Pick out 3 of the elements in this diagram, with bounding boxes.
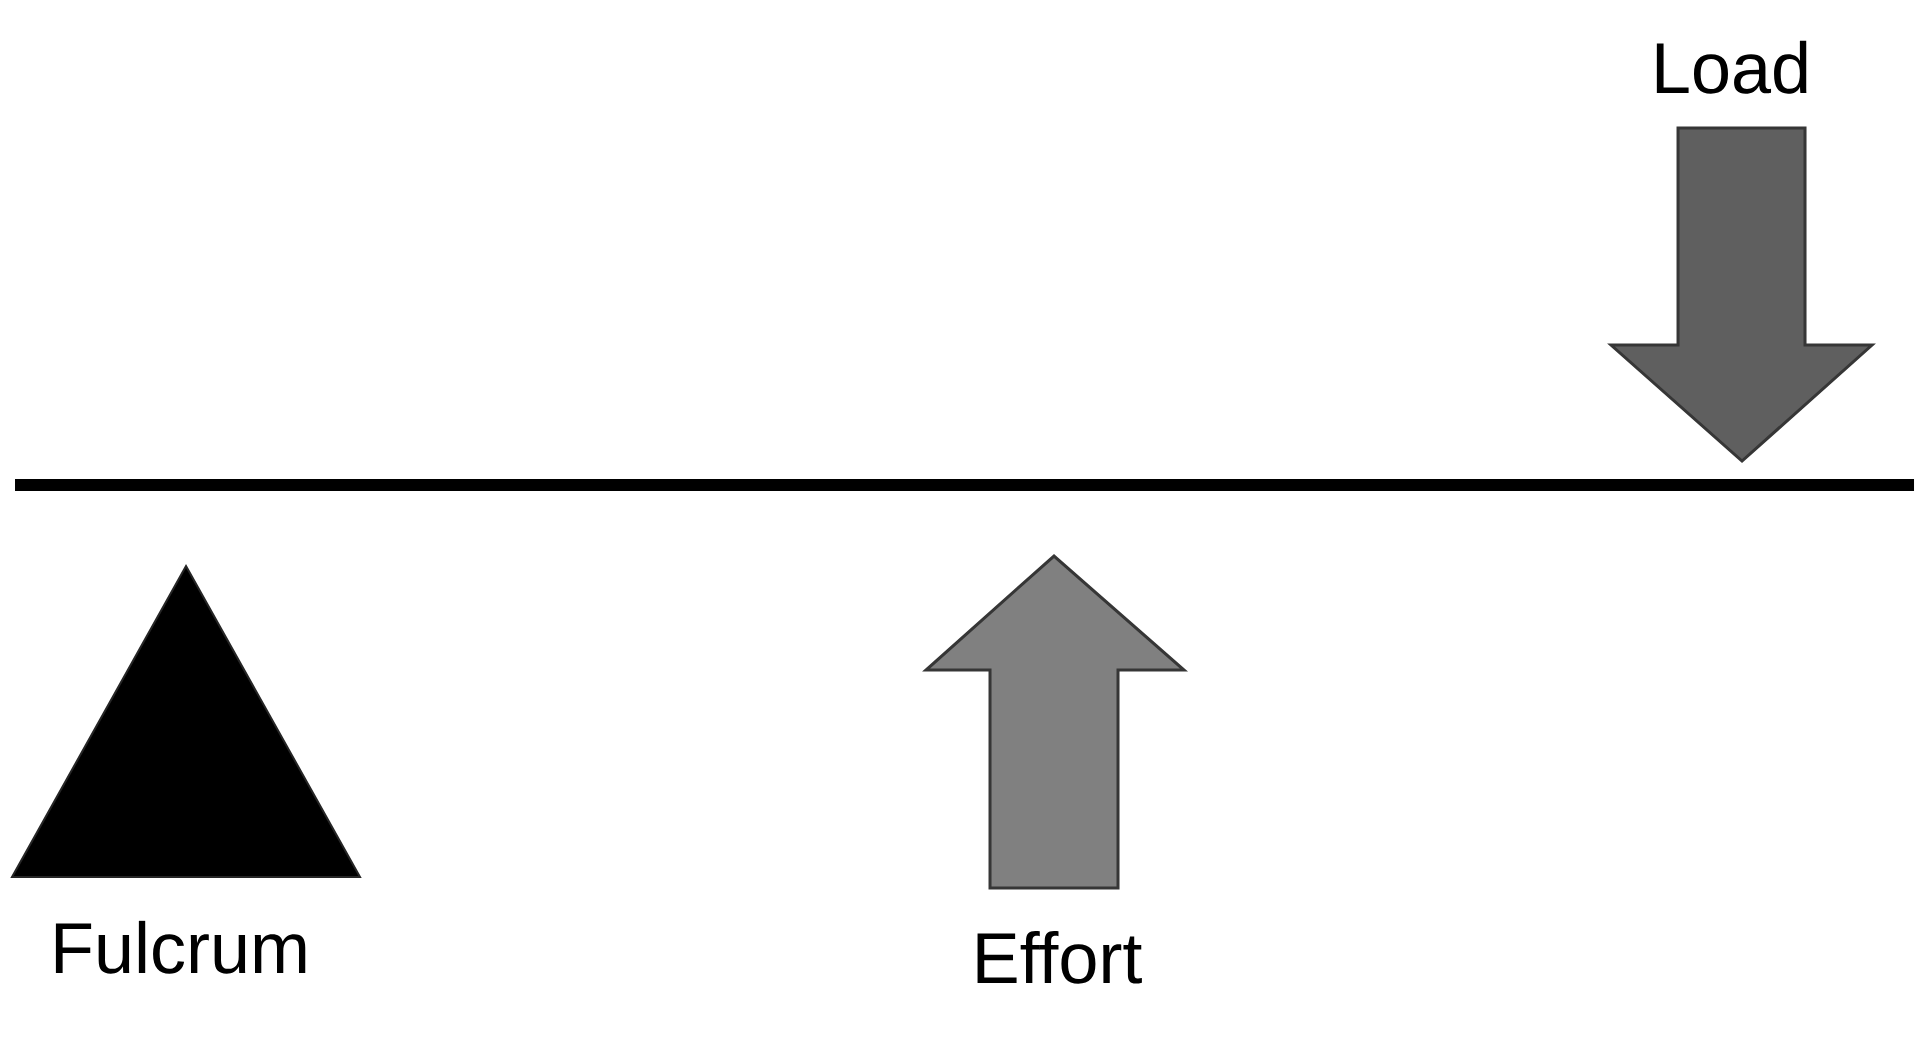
part-label: Fulcrum: [55, 920, 306, 974]
part-label: Load: [1656, 40, 1807, 94]
part-label: Effort: [977, 930, 1142, 984]
